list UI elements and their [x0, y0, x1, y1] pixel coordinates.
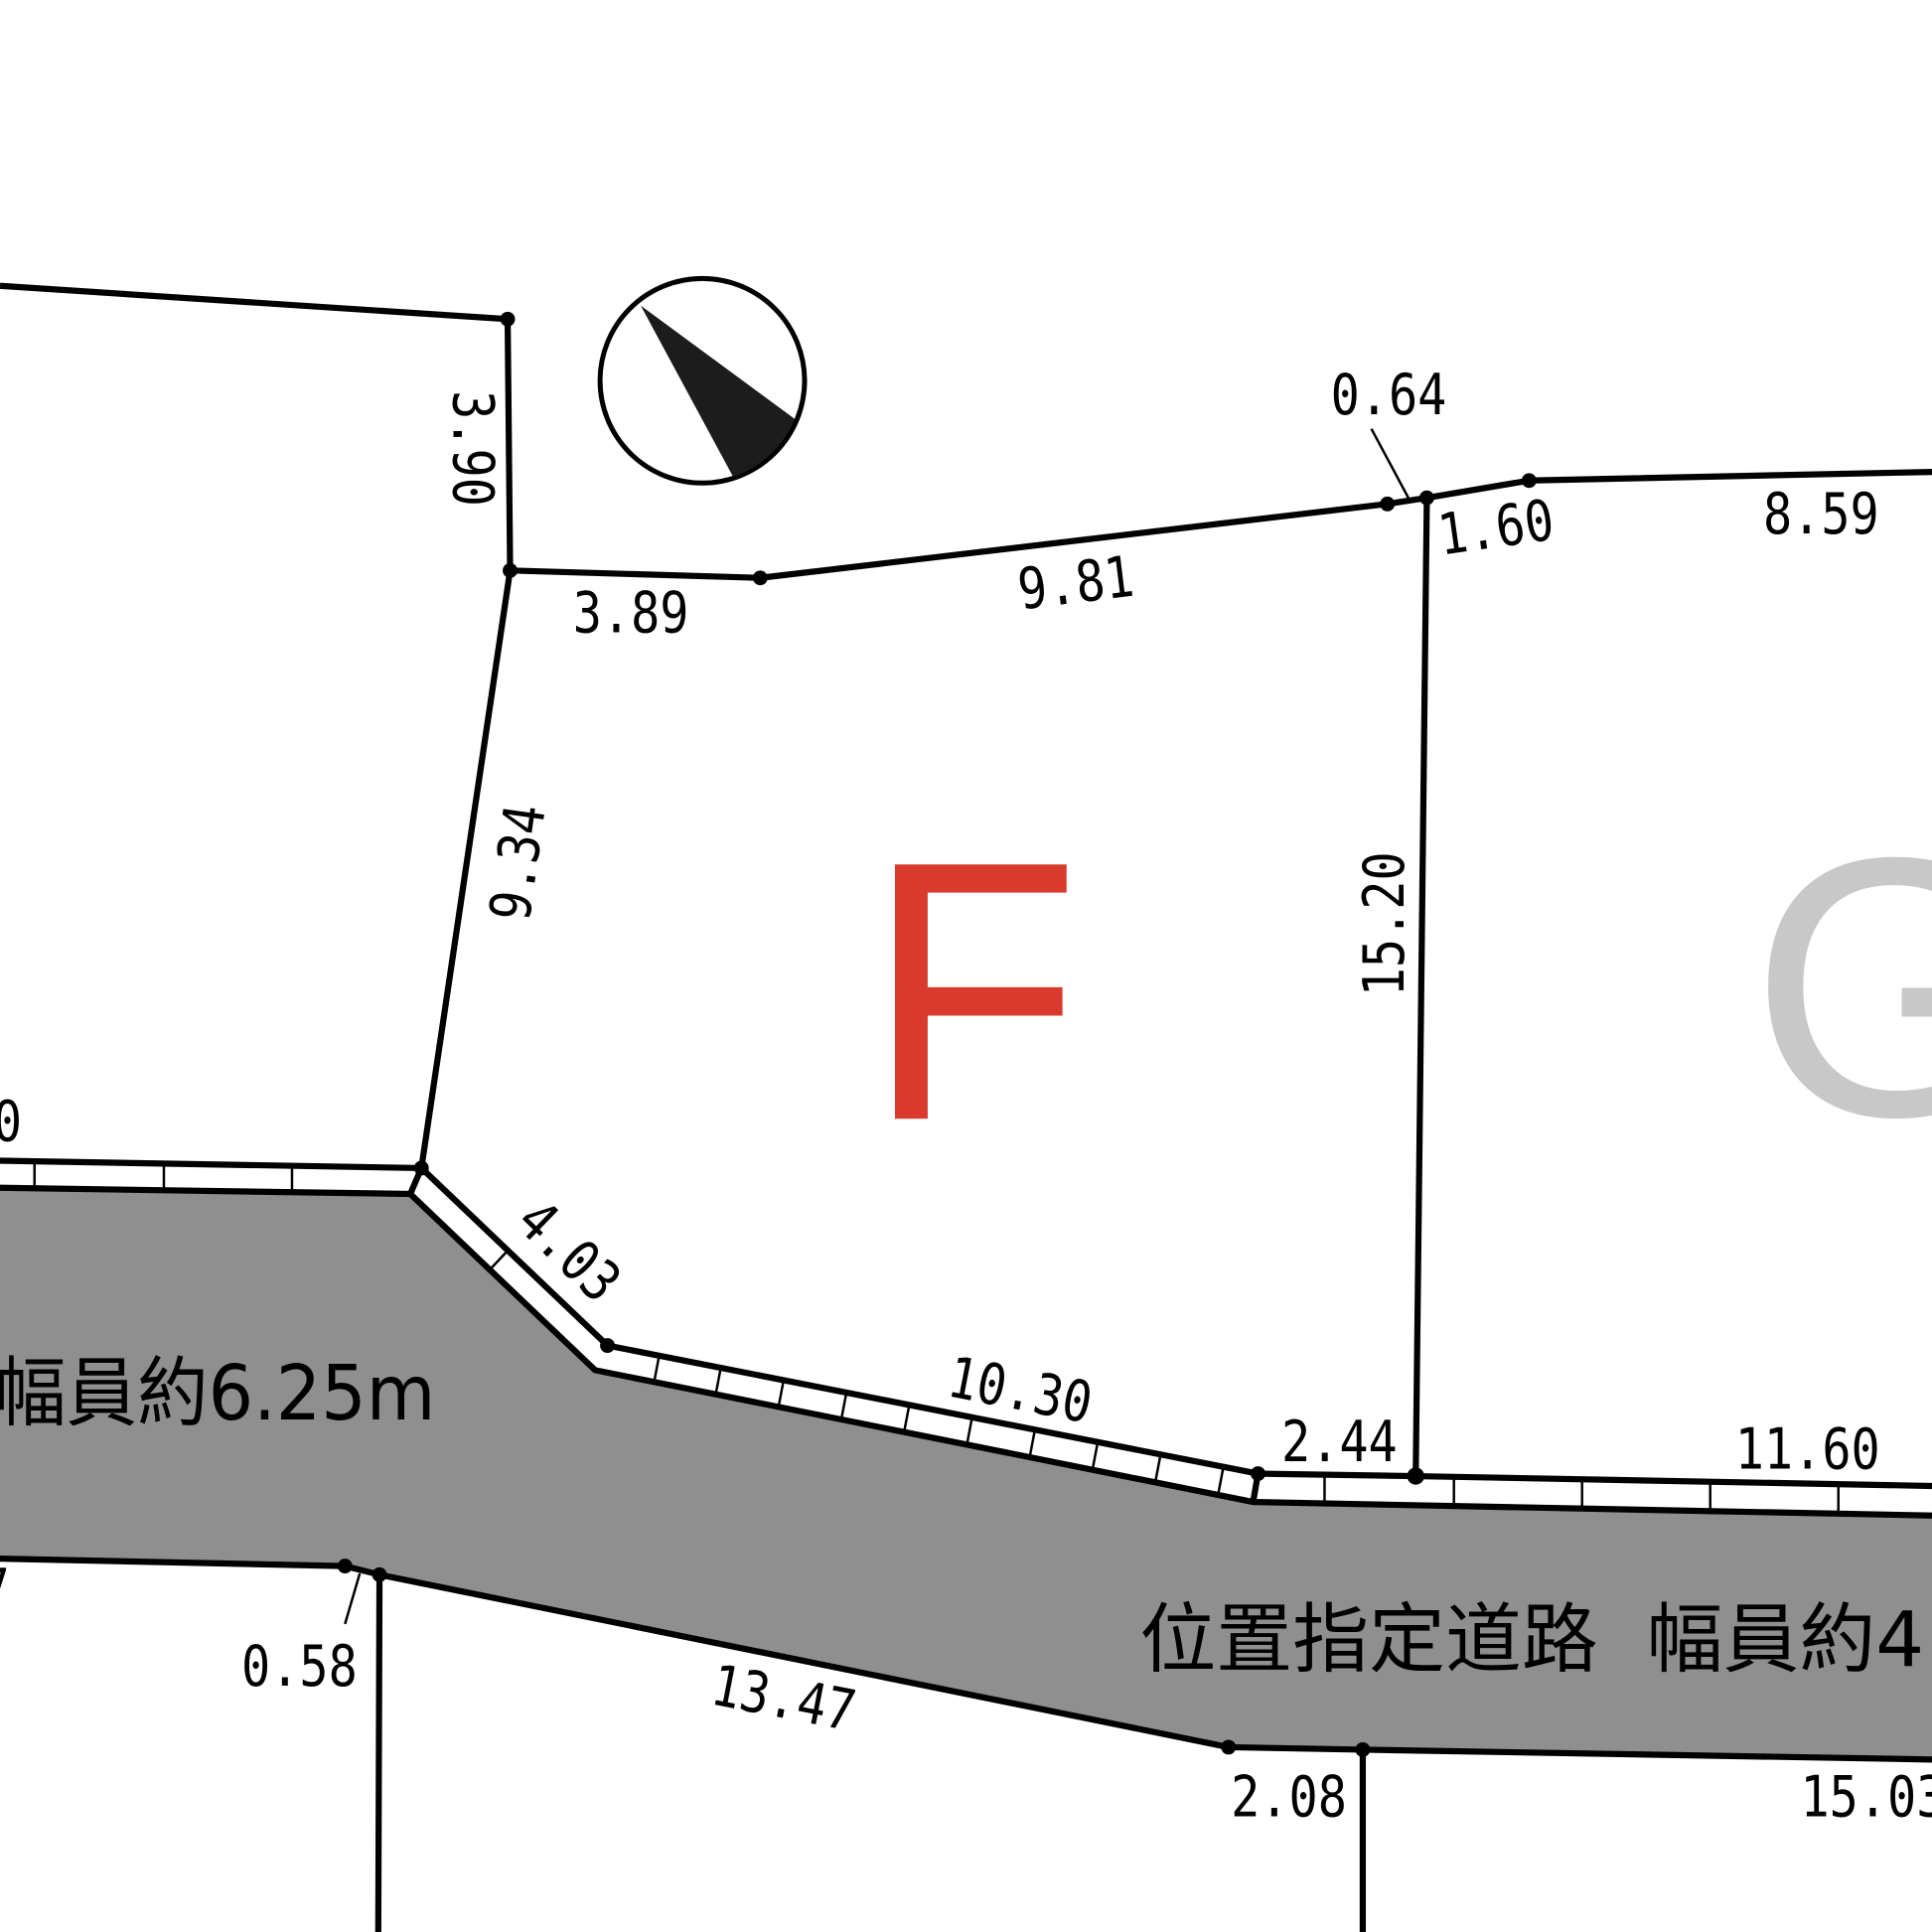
dimension-label: 3.89: [573, 581, 689, 647]
dimension-label: 7: [0, 1558, 10, 1623]
dimension-label: 1.60: [1434, 488, 1559, 568]
dimension-label: 15.20: [1352, 851, 1417, 996]
dimension-label: 8.59: [1763, 482, 1879, 547]
dimension-label: 0.58: [241, 1634, 358, 1700]
dimension-label: 11.60: [1735, 1417, 1880, 1483]
leader-lines: [344, 428, 1410, 1625]
north-arrow-icon: [597, 275, 808, 486]
dimension-label: 15.03: [1800, 1765, 1932, 1831]
boundary-lines: [0, 282, 1932, 1932]
dimension-label: 2.08: [1231, 1765, 1347, 1831]
road-curb-strip: [0, 1160, 1932, 1516]
dimension-label: 9.81: [1014, 544, 1137, 623]
curb-ticks: [33, 1161, 1840, 1514]
dimension-label: 2.44: [1281, 1410, 1398, 1475]
dimension-label: 3.90: [439, 390, 505, 507]
lot-label-g: G: [1749, 781, 1932, 1194]
dimension-label: 0.64: [1331, 363, 1447, 428]
road-label-upper: 幅員約6.25m: [0, 1349, 435, 1438]
dimension-label: 0: [0, 1090, 22, 1155]
boundary-points: [337, 311, 1537, 1757]
road-label-main: 位置指定道路 幅員約4: [1139, 1596, 1924, 1685]
dimension-label: 9.34: [478, 801, 558, 925]
lot-label-f: F: [866, 784, 1081, 1197]
road-area: [0, 1187, 1932, 1760]
